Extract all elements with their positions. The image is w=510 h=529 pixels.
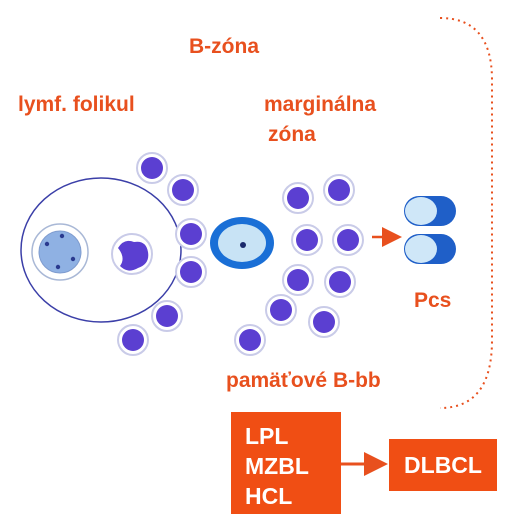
lymphocyte	[175, 218, 207, 250]
lymphoma-type: HCL	[245, 483, 293, 509]
follicle-label: lymf. folikul	[18, 93, 135, 116]
plasma-cell	[404, 196, 456, 226]
marginal-zone-label-line2: zóna	[268, 123, 316, 146]
lymphocyte	[117, 324, 149, 356]
lymphocyte	[324, 266, 356, 298]
marginal-zone-label-line1: marginálna	[264, 93, 377, 116]
zone-bracket	[439, 17, 493, 409]
memory-b-cells-label: pamäťové B-bb	[226, 369, 381, 392]
lymphocyte	[323, 174, 355, 206]
lymphocyte	[332, 224, 364, 256]
plasma-cells-label: Pcs	[414, 289, 452, 312]
lymphoma-types-box: LPL MZBL HCL	[231, 412, 341, 514]
lymphocyte	[136, 152, 168, 184]
lymphocyte	[282, 182, 314, 214]
follicle-center-cell	[31, 223, 89, 281]
lymphocyte	[291, 224, 323, 256]
lymphoma-type: MZBL	[245, 453, 309, 479]
lymphocyte	[234, 324, 266, 356]
centrocyte-cell	[111, 233, 153, 275]
lymphocyte	[282, 264, 314, 296]
dlbcl-label: DLBCL	[404, 452, 482, 478]
lymphoma-type: LPL	[245, 423, 289, 449]
immunoblast-cell	[210, 217, 274, 269]
lymphocyte	[308, 306, 340, 338]
lymphocyte-cells	[117, 152, 364, 356]
lymphocyte	[265, 294, 297, 326]
dlbcl-box: DLBCL	[389, 439, 497, 491]
b-zone-label: B-zóna	[189, 35, 259, 58]
lymphocyte	[151, 300, 183, 332]
lymphocyte	[167, 174, 199, 206]
plasma-cell	[404, 234, 456, 264]
lymph-follicle-outline	[20, 177, 182, 323]
lymphocyte	[175, 256, 207, 288]
